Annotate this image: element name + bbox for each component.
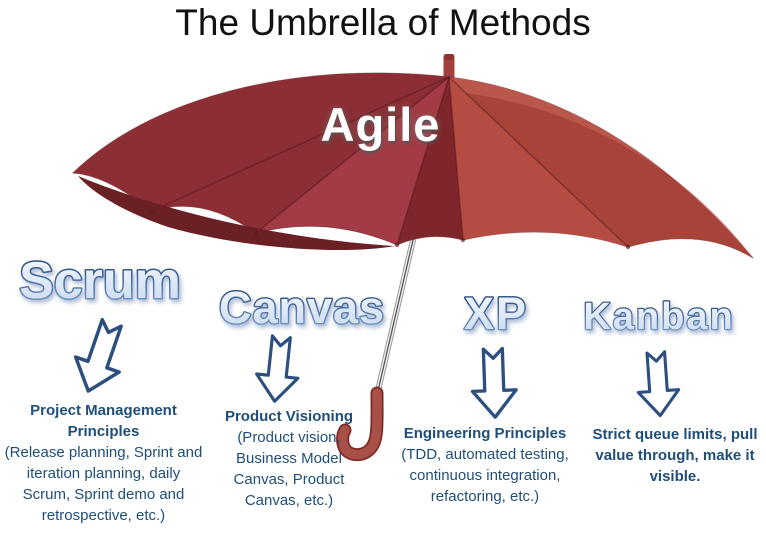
down-arrow-scrum-icon <box>64 313 136 401</box>
description-kanban: Strict queue limits, pull value through,… <box>586 424 764 487</box>
description-scrum: Project Management Principles (Release p… <box>2 400 205 526</box>
method-label-scrum: Scrum <box>18 251 183 312</box>
scrum-label-text: Scrum <box>19 252 181 310</box>
method-label-xp: XP <box>463 287 528 341</box>
umbrella-highlight <box>449 77 753 258</box>
description-xp-title: Engineering Principles <box>403 425 567 442</box>
description-kanban-title: Strict queue limits, pull value through,… <box>592 426 758 485</box>
umbrella-panel-far-right <box>449 77 753 258</box>
description-scrum-title: Project Management Principles <box>30 402 177 440</box>
description-xp-text: (TDD, automated testing, continuous inte… <box>401 446 569 505</box>
umbrella-underside <box>78 176 395 251</box>
xp-label-text: XP <box>464 288 528 339</box>
kanban-label-text: Kanban <box>583 296 734 338</box>
description-scrum-text: (Release planning, Sprint and iteration … <box>4 444 203 524</box>
down-arrow-canvas-icon <box>252 333 304 405</box>
umbrella-seams <box>151 76 629 248</box>
method-label-kanban: Kanban <box>582 295 734 339</box>
description-canvas-title: Product Visioning <box>224 408 354 425</box>
page-title: The Umbrella of Methods <box>175 2 591 43</box>
description-xp: Engineering Principles (TDD, automated t… <box>394 423 576 507</box>
method-label-canvas: Canvas <box>218 281 386 335</box>
description-canvas-text: (Product vision, Business Model Canvas, … <box>233 429 345 509</box>
description-canvas: Product Visioning (Product vision, Busin… <box>208 406 370 511</box>
agile-label: Agile <box>320 98 441 151</box>
umbrella-panel-center-dark <box>397 77 463 245</box>
umbrella-rib-tips <box>149 208 631 250</box>
umbrella-panel-left <box>73 72 449 233</box>
umbrella-handle-icon <box>336 386 384 462</box>
down-arrow-xp-icon <box>469 346 519 420</box>
canvas-label-text: Canvas <box>219 282 385 333</box>
down-arrow-kanban-icon <box>634 349 682 419</box>
umbrella-graphic <box>71 54 754 462</box>
